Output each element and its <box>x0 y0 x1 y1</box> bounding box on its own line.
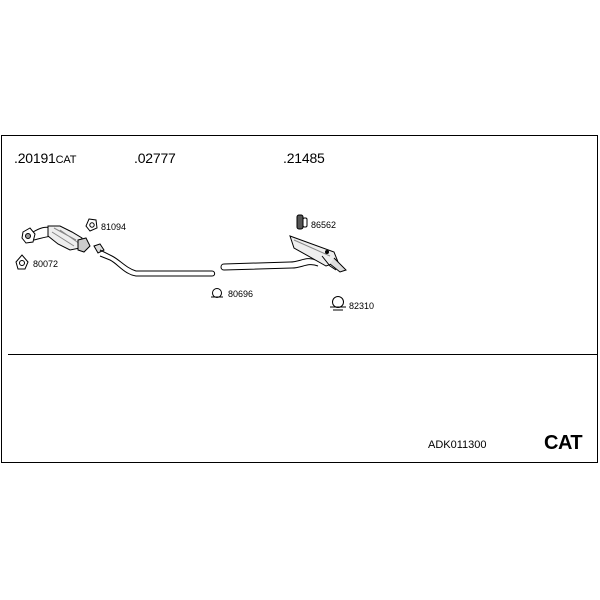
part-suffix: CAT <box>55 154 77 166</box>
part-label-gasket-80072: 80072 <box>33 259 59 269</box>
diagram-frame <box>1 135 598 463</box>
part-label-clamp-80696: 80696 <box>228 289 254 299</box>
part-label-hanger-86562: 86562 <box>311 220 337 230</box>
part-number: .20191 <box>14 150 56 166</box>
rear-silencer-drawing <box>220 235 347 273</box>
part-label-catalytic-converter: .20191CAT <box>14 151 76 166</box>
gasket-81094-drawing <box>85 218 98 232</box>
middle-pipe-drawing <box>93 243 216 277</box>
cat-label: CAT <box>544 432 583 454</box>
part-label-gasket-81094: 81094 <box>101 222 127 232</box>
clamp-82310-drawing <box>330 296 346 311</box>
part-number: .02777 <box>134 150 176 166</box>
product-code: ADK011300 <box>428 439 487 451</box>
hanger-86562-drawing <box>296 214 308 230</box>
part-label-clamp-82310: 82310 <box>349 301 375 311</box>
clamp-80696-drawing <box>211 288 223 298</box>
gasket-80072-drawing <box>15 254 29 270</box>
part-label-middle-pipe: .02777 <box>134 151 176 165</box>
diagram-divider <box>8 354 598 355</box>
catalytic-converter-drawing <box>21 225 91 253</box>
part-number: .21485 <box>283 150 325 166</box>
part-label-rear-silencer: .21485 <box>283 151 325 165</box>
